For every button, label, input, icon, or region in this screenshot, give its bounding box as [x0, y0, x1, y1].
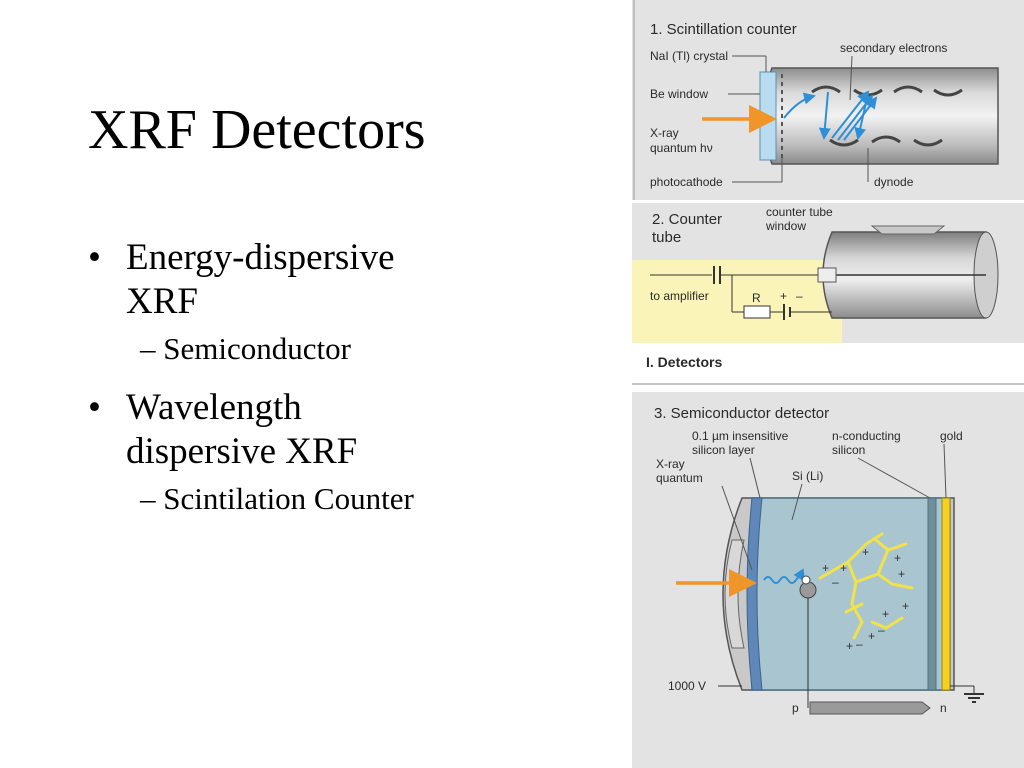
- panel2-title: 2. Counter: [652, 211, 722, 228]
- dynode-label: dynode: [874, 175, 914, 189]
- n-conducting-label: silicon: [832, 443, 865, 457]
- bullet-line: XRF: [126, 281, 198, 322]
- amplifier-area: [632, 260, 842, 343]
- resistor-label: R: [752, 291, 761, 305]
- panel3-title: 3. Semiconductor detector: [654, 405, 829, 422]
- p-contact-label: p: [792, 701, 799, 715]
- bullet-item: • Wavelength dispersive XRF: [88, 386, 608, 474]
- svg-text:–: –: [856, 637, 863, 651]
- counter-tube-panel: 2. Counter tube counter tube window to a…: [632, 203, 1024, 343]
- counter-window-label: counter tube: [766, 205, 833, 219]
- xray-quantum-label: quantum: [656, 471, 703, 485]
- bullet-dot-icon: •: [88, 387, 101, 428]
- bullet-line: Wavelength: [126, 387, 302, 428]
- crystal-label: NaI (Tl) crystal: [650, 49, 728, 63]
- svg-text:+: +: [868, 629, 875, 643]
- svg-text:+: +: [882, 607, 889, 621]
- bullet-item: • Energy-dispersive XRF: [88, 236, 608, 324]
- detector-figure: 1. Scintillation counter NaI (Tl) crysta…: [632, 0, 1024, 768]
- svg-text:–: –: [878, 623, 885, 637]
- xray-quantum-label: X-ray: [656, 457, 685, 471]
- slide-title: XRF Detectors: [88, 99, 426, 161]
- svg-text:+: +: [822, 561, 829, 575]
- panel2-title: tube: [652, 229, 681, 246]
- photocathode-label: photocathode: [650, 175, 723, 189]
- sub-bullet: – Scintilation Counter: [140, 481, 414, 516]
- svg-text:+: +: [894, 551, 901, 565]
- insensitive-layer-label: silicon layer: [692, 443, 755, 457]
- counter-window-label: window: [765, 219, 806, 233]
- svg-text:+: +: [902, 599, 909, 613]
- secondary-electrons-label: secondary electrons: [840, 41, 947, 55]
- svg-text:+: +: [840, 561, 847, 575]
- photomultiplier-tube: [762, 67, 999, 165]
- n-contact-label: n: [940, 701, 947, 715]
- insensitive-layer-label: 0.1 µm insensitive: [692, 429, 789, 443]
- scintillation-panel: 1. Scintillation counter NaI (Tl) crysta…: [632, 0, 1024, 200]
- xray-label: quantum hν: [650, 141, 713, 155]
- svg-text:+: +: [862, 545, 869, 559]
- battery-plus-label: +: [780, 289, 787, 303]
- panel1-title: 1. Scintillation counter: [650, 21, 797, 38]
- svg-text:–: –: [832, 575, 839, 589]
- detectors-section-label: I. Detectors: [646, 354, 722, 370]
- xray-label: X-ray: [650, 126, 679, 140]
- si-li-label: Si (Li): [792, 469, 823, 483]
- bullet-dot-icon: •: [88, 237, 101, 278]
- svg-text:+: +: [846, 639, 853, 653]
- gold-layer: [941, 497, 951, 691]
- gold-label: gold: [940, 429, 963, 443]
- n-conducting-label: n-conducting: [832, 429, 901, 443]
- bullet-line: Energy-dispersive: [126, 237, 395, 278]
- silicon-crystal: [751, 497, 951, 691]
- bullet-line: dispersive XRF: [126, 431, 358, 472]
- nai-crystal: [759, 71, 777, 161]
- semiconductor-panel: 3. Semiconductor detector 0.1 µm insensi…: [632, 392, 1024, 768]
- bullet-list: • Energy-dispersive XRF – Semiconductor …: [88, 236, 608, 536]
- sub-bullet: – Semiconductor: [140, 331, 351, 366]
- amplifier-label: to amplifier: [650, 289, 709, 303]
- voltage-label: 1000 V: [668, 679, 706, 693]
- battery-minus-label: –: [796, 289, 803, 303]
- svg-text:+: +: [898, 567, 905, 581]
- be-window-label: Be window: [650, 87, 708, 101]
